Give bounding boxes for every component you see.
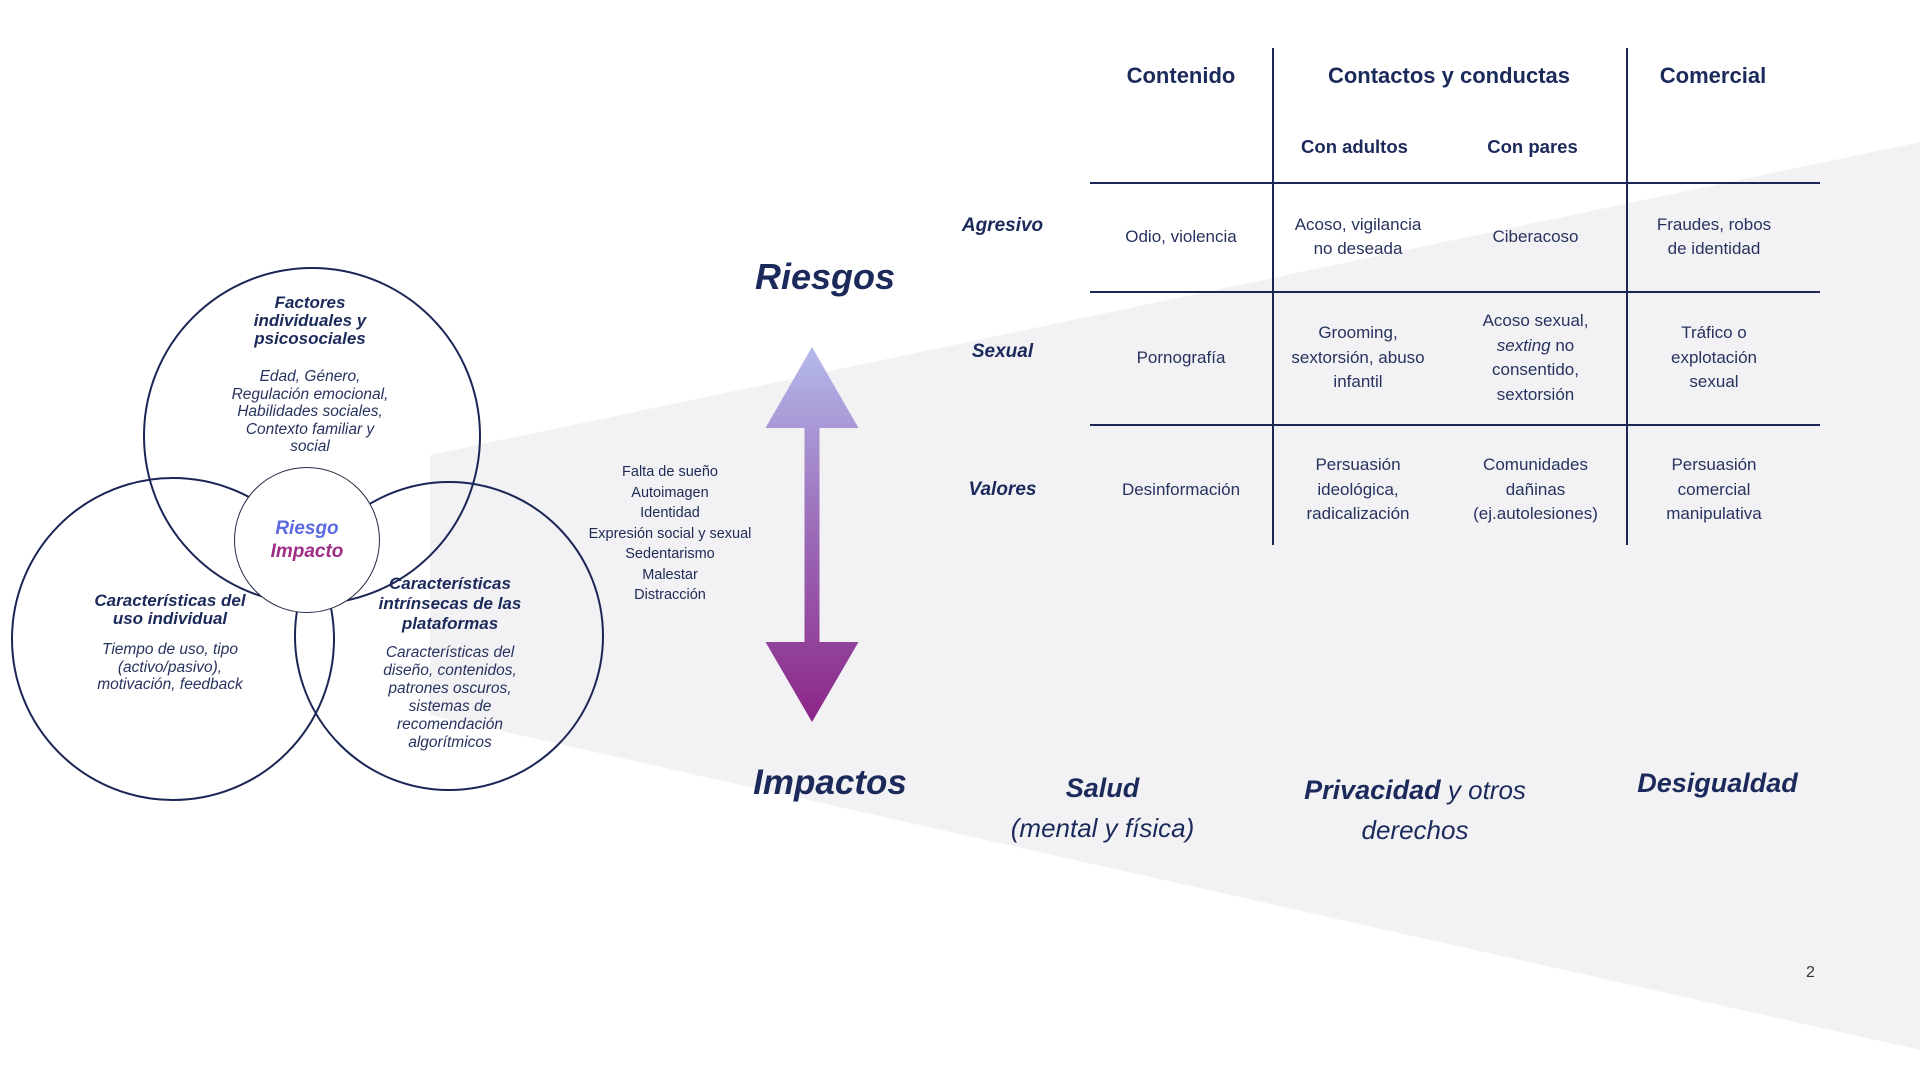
cell-valores-con-pares: Comunidades dañinas (ej.autolesiones) bbox=[1473, 455, 1598, 524]
impact-salud: Salud (mental y física) bbox=[985, 768, 1220, 848]
page-number: 2 bbox=[1806, 964, 1815, 981]
effects-item: Malestar bbox=[642, 566, 698, 583]
col-header-comercial: Comercial bbox=[1659, 63, 1767, 88]
col-header-contactos: Contactos y conductas bbox=[1327, 63, 1571, 88]
cell-agresivo-contenido: Odio, violencia bbox=[1125, 226, 1237, 246]
riesgos-title: Riesgos bbox=[754, 256, 896, 297]
row-label-sexual: Sexual bbox=[971, 341, 1034, 362]
cell-valores-contenido: Desinformación bbox=[1121, 479, 1241, 499]
cell-text: Acoso sexual, bbox=[1482, 311, 1589, 330]
row-label-valores: Valores bbox=[968, 479, 1037, 500]
venn-left-title: Características del uso individual bbox=[94, 591, 246, 628]
impact-privacidad-rest: y otros bbox=[1440, 775, 1526, 805]
venn-right-title: Características intrínsecas de las plata… bbox=[378, 574, 522, 633]
impact-privacidad-bold: Privacidad bbox=[1304, 775, 1441, 805]
cell-text: no consentido, sextorsión bbox=[1492, 335, 1579, 404]
cell-sexual-contenido: Pornografía bbox=[1136, 347, 1226, 367]
impact-salud-sub: (mental y física) bbox=[1010, 813, 1195, 843]
cell-sexual-con-adultos: Grooming, sextorsión, abuso infantil bbox=[1291, 323, 1425, 392]
sub-header-con-pares: Con pares bbox=[1487, 136, 1578, 157]
riesgos-impactos-arrow bbox=[765, 347, 859, 722]
impact-desigualdad: Desigualdad bbox=[1590, 763, 1845, 803]
cell-agresivo-con-pares: Ciberacoso bbox=[1492, 226, 1579, 246]
table-horizontal-line bbox=[1090, 182, 1820, 184]
cell-sexual-con-pares: Acoso sexual, sexting no consentido, sex… bbox=[1447, 292, 1624, 424]
impactos-title: Impactos bbox=[753, 763, 907, 802]
venn-left-body: Tiempo de uso, tipo (activo/pasivo), mot… bbox=[97, 641, 243, 693]
effects-item: Falta de sueño bbox=[622, 464, 718, 480]
cell-sexual-comercial: Tráfico o explotación sexual bbox=[1670, 323, 1757, 392]
effects-item: Identidad bbox=[640, 505, 700, 521]
row-label-agresivo: Agresivo bbox=[961, 215, 1044, 236]
col-header-contenido: Contenido bbox=[1126, 63, 1236, 88]
venn-top-body: Edad, Género, Regulación emocional, Habi… bbox=[231, 368, 389, 455]
venn-right-body: Características del diseño, contenidos, … bbox=[383, 644, 517, 751]
effects-item: Sedentarismo bbox=[625, 546, 715, 562]
impact-privacidad: Privacidad y otros derechos bbox=[1285, 770, 1545, 850]
impact-privacidad-line2: derechos bbox=[1361, 815, 1469, 845]
cell-valores-con-adultos: Persuasión ideológica, radicalización bbox=[1306, 455, 1410, 524]
table-horizontal-line bbox=[1090, 424, 1820, 426]
venn-center-circle: Riesgo Impacto bbox=[234, 467, 380, 613]
cell-valores-comercial: Persuasión comercial manipulativa bbox=[1666, 455, 1762, 524]
table-horizontal-line bbox=[1090, 291, 1820, 293]
venn-top-title: Factores individuales y psicosociales bbox=[253, 293, 367, 348]
venn-circle-plataformas bbox=[294, 481, 604, 791]
impact-desigualdad-title: Desigualdad bbox=[1637, 768, 1798, 798]
cell-agresivo-comercial: Fraudes, robos de identidad bbox=[1656, 214, 1772, 259]
sub-header-con-adultos: Con adultos bbox=[1301, 136, 1408, 157]
effects-item: Expresión social y sexual bbox=[588, 525, 752, 542]
effects-item: Distracción bbox=[634, 587, 706, 603]
impacto-label: Impacto bbox=[270, 541, 344, 562]
effects-list: Falta de sueño Autoimagen Identidad Expr… bbox=[555, 462, 785, 606]
riesgo-label: Riesgo bbox=[275, 518, 339, 539]
cell-text-italic-sexting: sexting bbox=[1496, 335, 1551, 355]
effects-item: Autoimagen bbox=[631, 484, 709, 501]
table-vertical-line bbox=[1626, 48, 1628, 545]
table-vertical-line bbox=[1272, 48, 1274, 545]
cell-agresivo-con-adultos: Acoso, vigilancia no deseada bbox=[1294, 214, 1422, 259]
impact-salud-title: Salud bbox=[1065, 773, 1140, 803]
